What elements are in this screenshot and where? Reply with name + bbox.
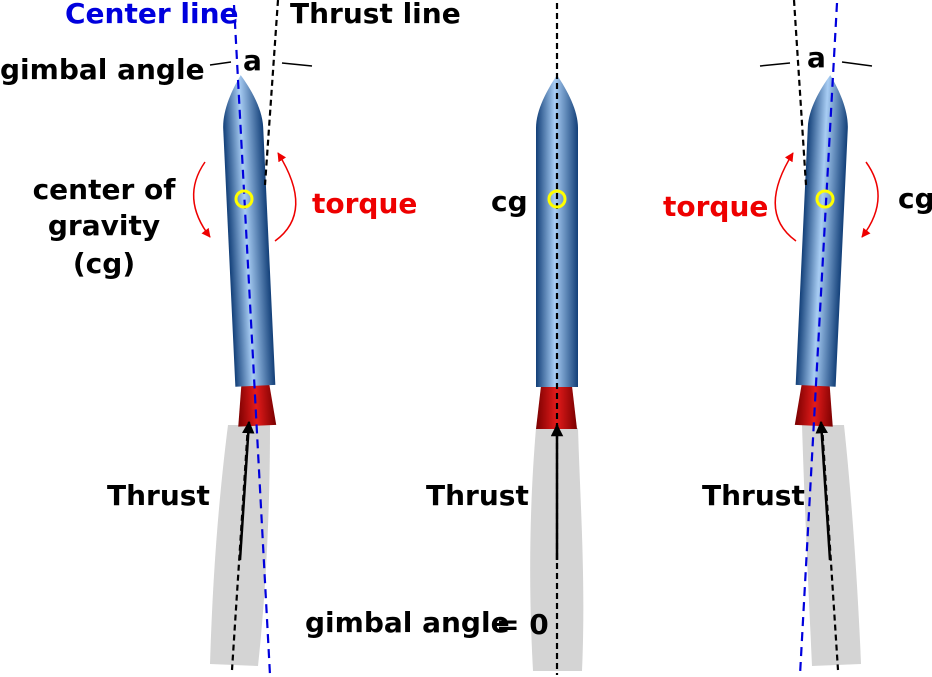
fuselage-left [223,75,276,387]
cg-marker-right [815,189,835,209]
fuselage-right [795,75,848,387]
cg-marker-left [234,189,254,209]
thrust-arrow-right [815,420,832,561]
nozzle-left [238,384,277,427]
center-line-label: Center line [65,0,239,30]
fuselage-middle [536,75,578,387]
cg-label-line3: (cg) [73,247,135,280]
cg-label-line2: gravity [48,209,160,242]
thrust-label-middle: Thrust [426,479,529,512]
torque-arrow-right-b [861,161,879,238]
rocket-right [759,0,879,676]
torque-label-left: torque [312,187,417,220]
equals-zero-label: = 0 [496,608,549,641]
gimbal-angle-zero-label: gimbal angle [305,606,510,639]
angle-tick-left-a [209,61,232,66]
rocket-left [193,0,313,676]
cg-label-middle: cg [491,185,528,218]
rocket-body-left [223,75,277,427]
torque-label-right: torque [663,190,768,223]
thrust-line-label: Thrust line [290,0,461,30]
cg-label-right: cg [898,182,932,215]
angle-symbol-left: a [243,44,262,77]
thrust-line-left [263,0,280,186]
nozzle-right [794,384,833,427]
rocket-body-right [794,75,848,427]
thrust-arrow-left [238,420,255,561]
thrust-line-right [792,0,808,186]
center-line-left [232,4,272,676]
center-line-right [798,2,839,676]
thrust-label-left: Thrust [107,479,210,512]
angle-tick-left-b [281,62,313,67]
torque-arrow-left-b [274,152,297,242]
angle-tick-right-b [841,61,873,67]
cg-label-line1: center of [33,173,177,206]
rocket-middle [530,3,584,675]
exhaust-plume-right [802,425,861,666]
torque-arrow-left-a [193,161,211,238]
gimbal-angle-label: gimbal angle [0,53,205,86]
torque-arrow-right-a [774,152,797,242]
angle-symbol-right: a [807,41,826,74]
angle-tick-right-a [759,62,791,67]
thrust-label-right: Thrust [702,479,805,512]
cg-marker-middle [547,189,567,209]
